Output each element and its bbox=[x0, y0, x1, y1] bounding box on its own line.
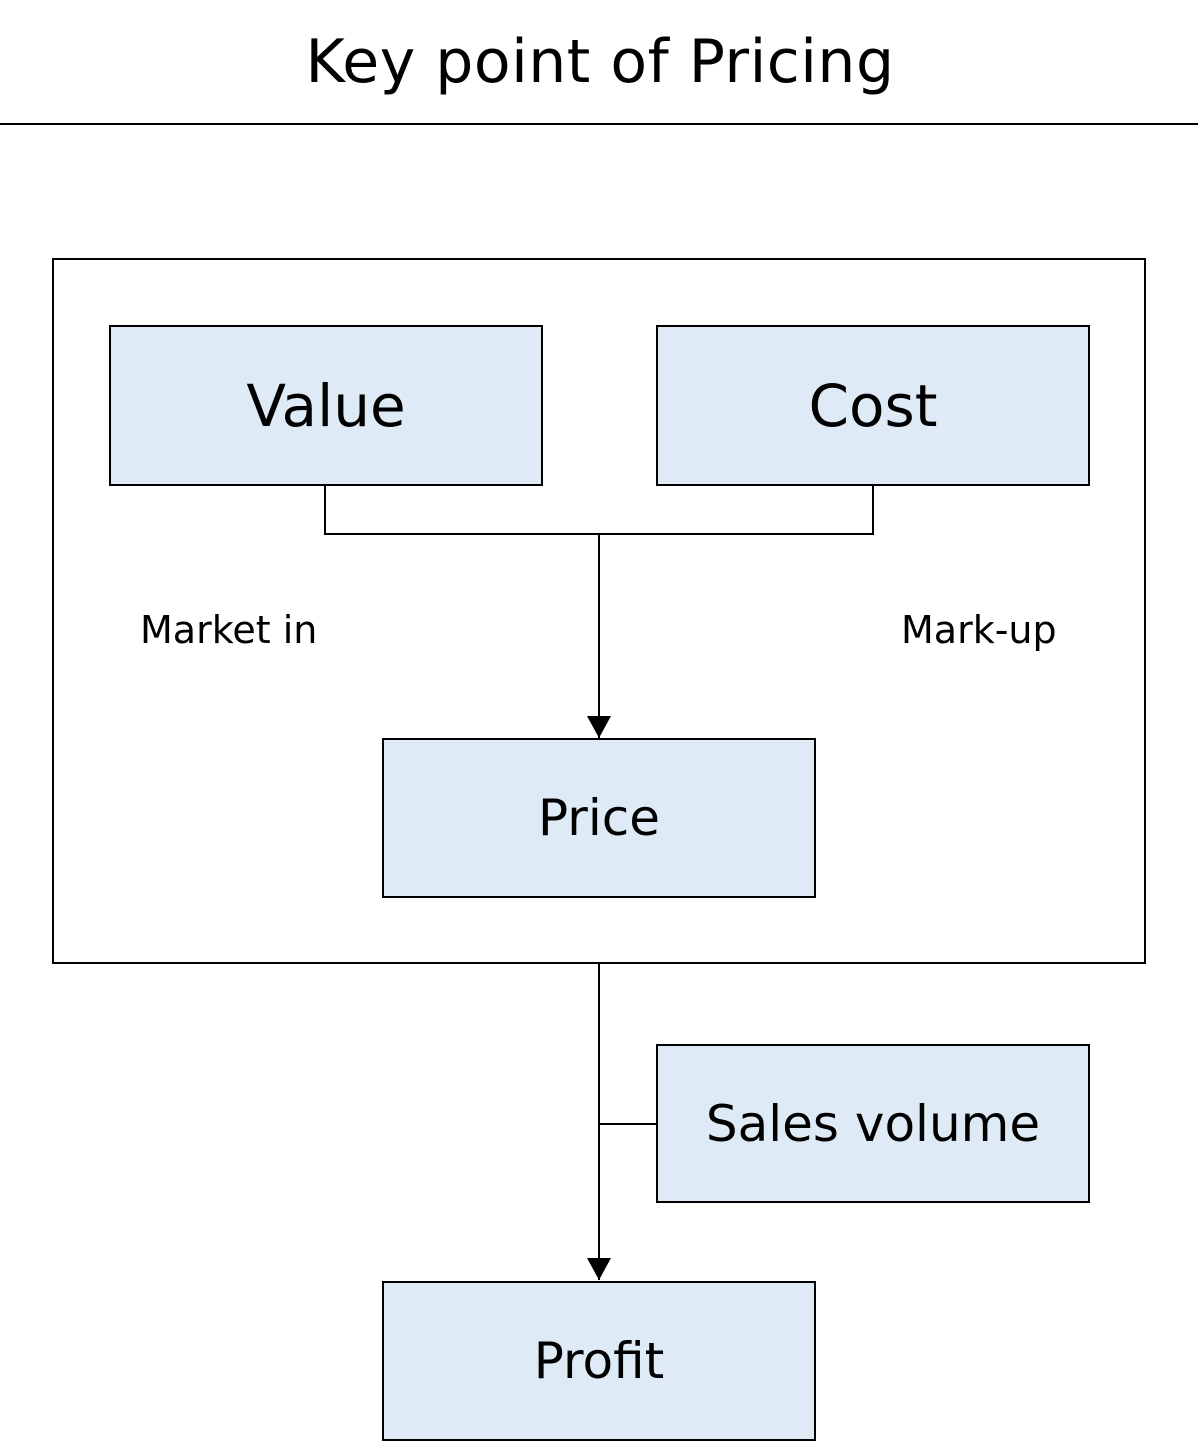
cost-label: Cost bbox=[808, 371, 938, 440]
sales-volume-box: Sales volume bbox=[656, 1044, 1090, 1203]
diagram-title: Key point of Pricing bbox=[305, 27, 895, 97]
profit-label: Profit bbox=[533, 1332, 665, 1390]
value-box: Value bbox=[109, 325, 543, 486]
pricing-frame bbox=[52, 258, 1146, 964]
sales-volume-label: Sales volume bbox=[705, 1094, 1041, 1153]
value-label: Value bbox=[246, 371, 406, 440]
profit-box: Profit bbox=[382, 1281, 816, 1441]
mark-up-label: Mark-up bbox=[901, 608, 1057, 652]
profit-arrowhead bbox=[587, 1258, 611, 1280]
price-box: Price bbox=[382, 738, 816, 898]
title-divider bbox=[0, 123, 1198, 125]
cost-box: Cost bbox=[656, 325, 1090, 486]
market-in-label: Market in bbox=[140, 608, 318, 652]
price-label: Price bbox=[538, 789, 660, 847]
